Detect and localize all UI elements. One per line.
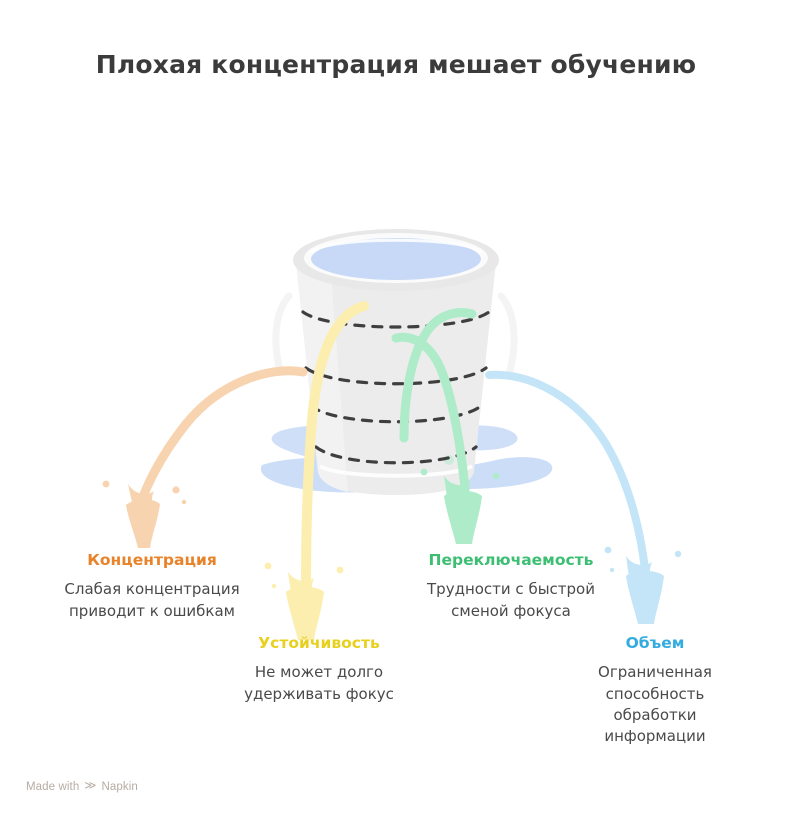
label-heading-focus: Концентрация [87, 551, 217, 569]
bucket-rim [293, 229, 499, 291]
stream-green [391, 308, 500, 544]
label-group-capacity: Объем Ограниченная способность обработки… [566, 634, 744, 748]
label-description-capacity: Ограниченная способность обработки инфор… [598, 663, 712, 746]
stream-yellow [264, 301, 369, 640]
bucket-body [296, 262, 496, 495]
label-heading-capacity: Объем [625, 634, 685, 652]
page-title: Плохая концентрация мешает обучению [95, 50, 697, 79]
label-description-switching: Трудности с быстрой сменой фокуса [427, 580, 595, 620]
watermark-prefix: Made with [26, 781, 80, 793]
label-group-switching: Переключаемость Трудности с быстрой смен… [404, 551, 618, 622]
label-description-focus: Слабая концентрация приводит к ошибкам [64, 580, 240, 620]
bucket-handle [272, 292, 518, 374]
label-description-stability: Не может долго удерживать фокус [244, 663, 394, 703]
label-group-focus: Концентрация Слабая концентрация приводи… [58, 551, 246, 622]
napkin-watermark: Made with ≫ Napkin [26, 781, 138, 793]
label-heading-switching: Переключаемость [428, 551, 594, 569]
crack-lines [301, 310, 491, 465]
label-group-stability: Устойчивость Не может долго удерживать ф… [234, 634, 404, 705]
napkin-logo-icon: ≫ [84, 780, 97, 793]
water-surface [311, 238, 481, 280]
puddle-shape [260, 425, 553, 493]
stream-orange [102, 366, 308, 548]
watermark-brand: Napkin [101, 781, 138, 793]
label-heading-stability: Устойчивость [258, 634, 380, 652]
